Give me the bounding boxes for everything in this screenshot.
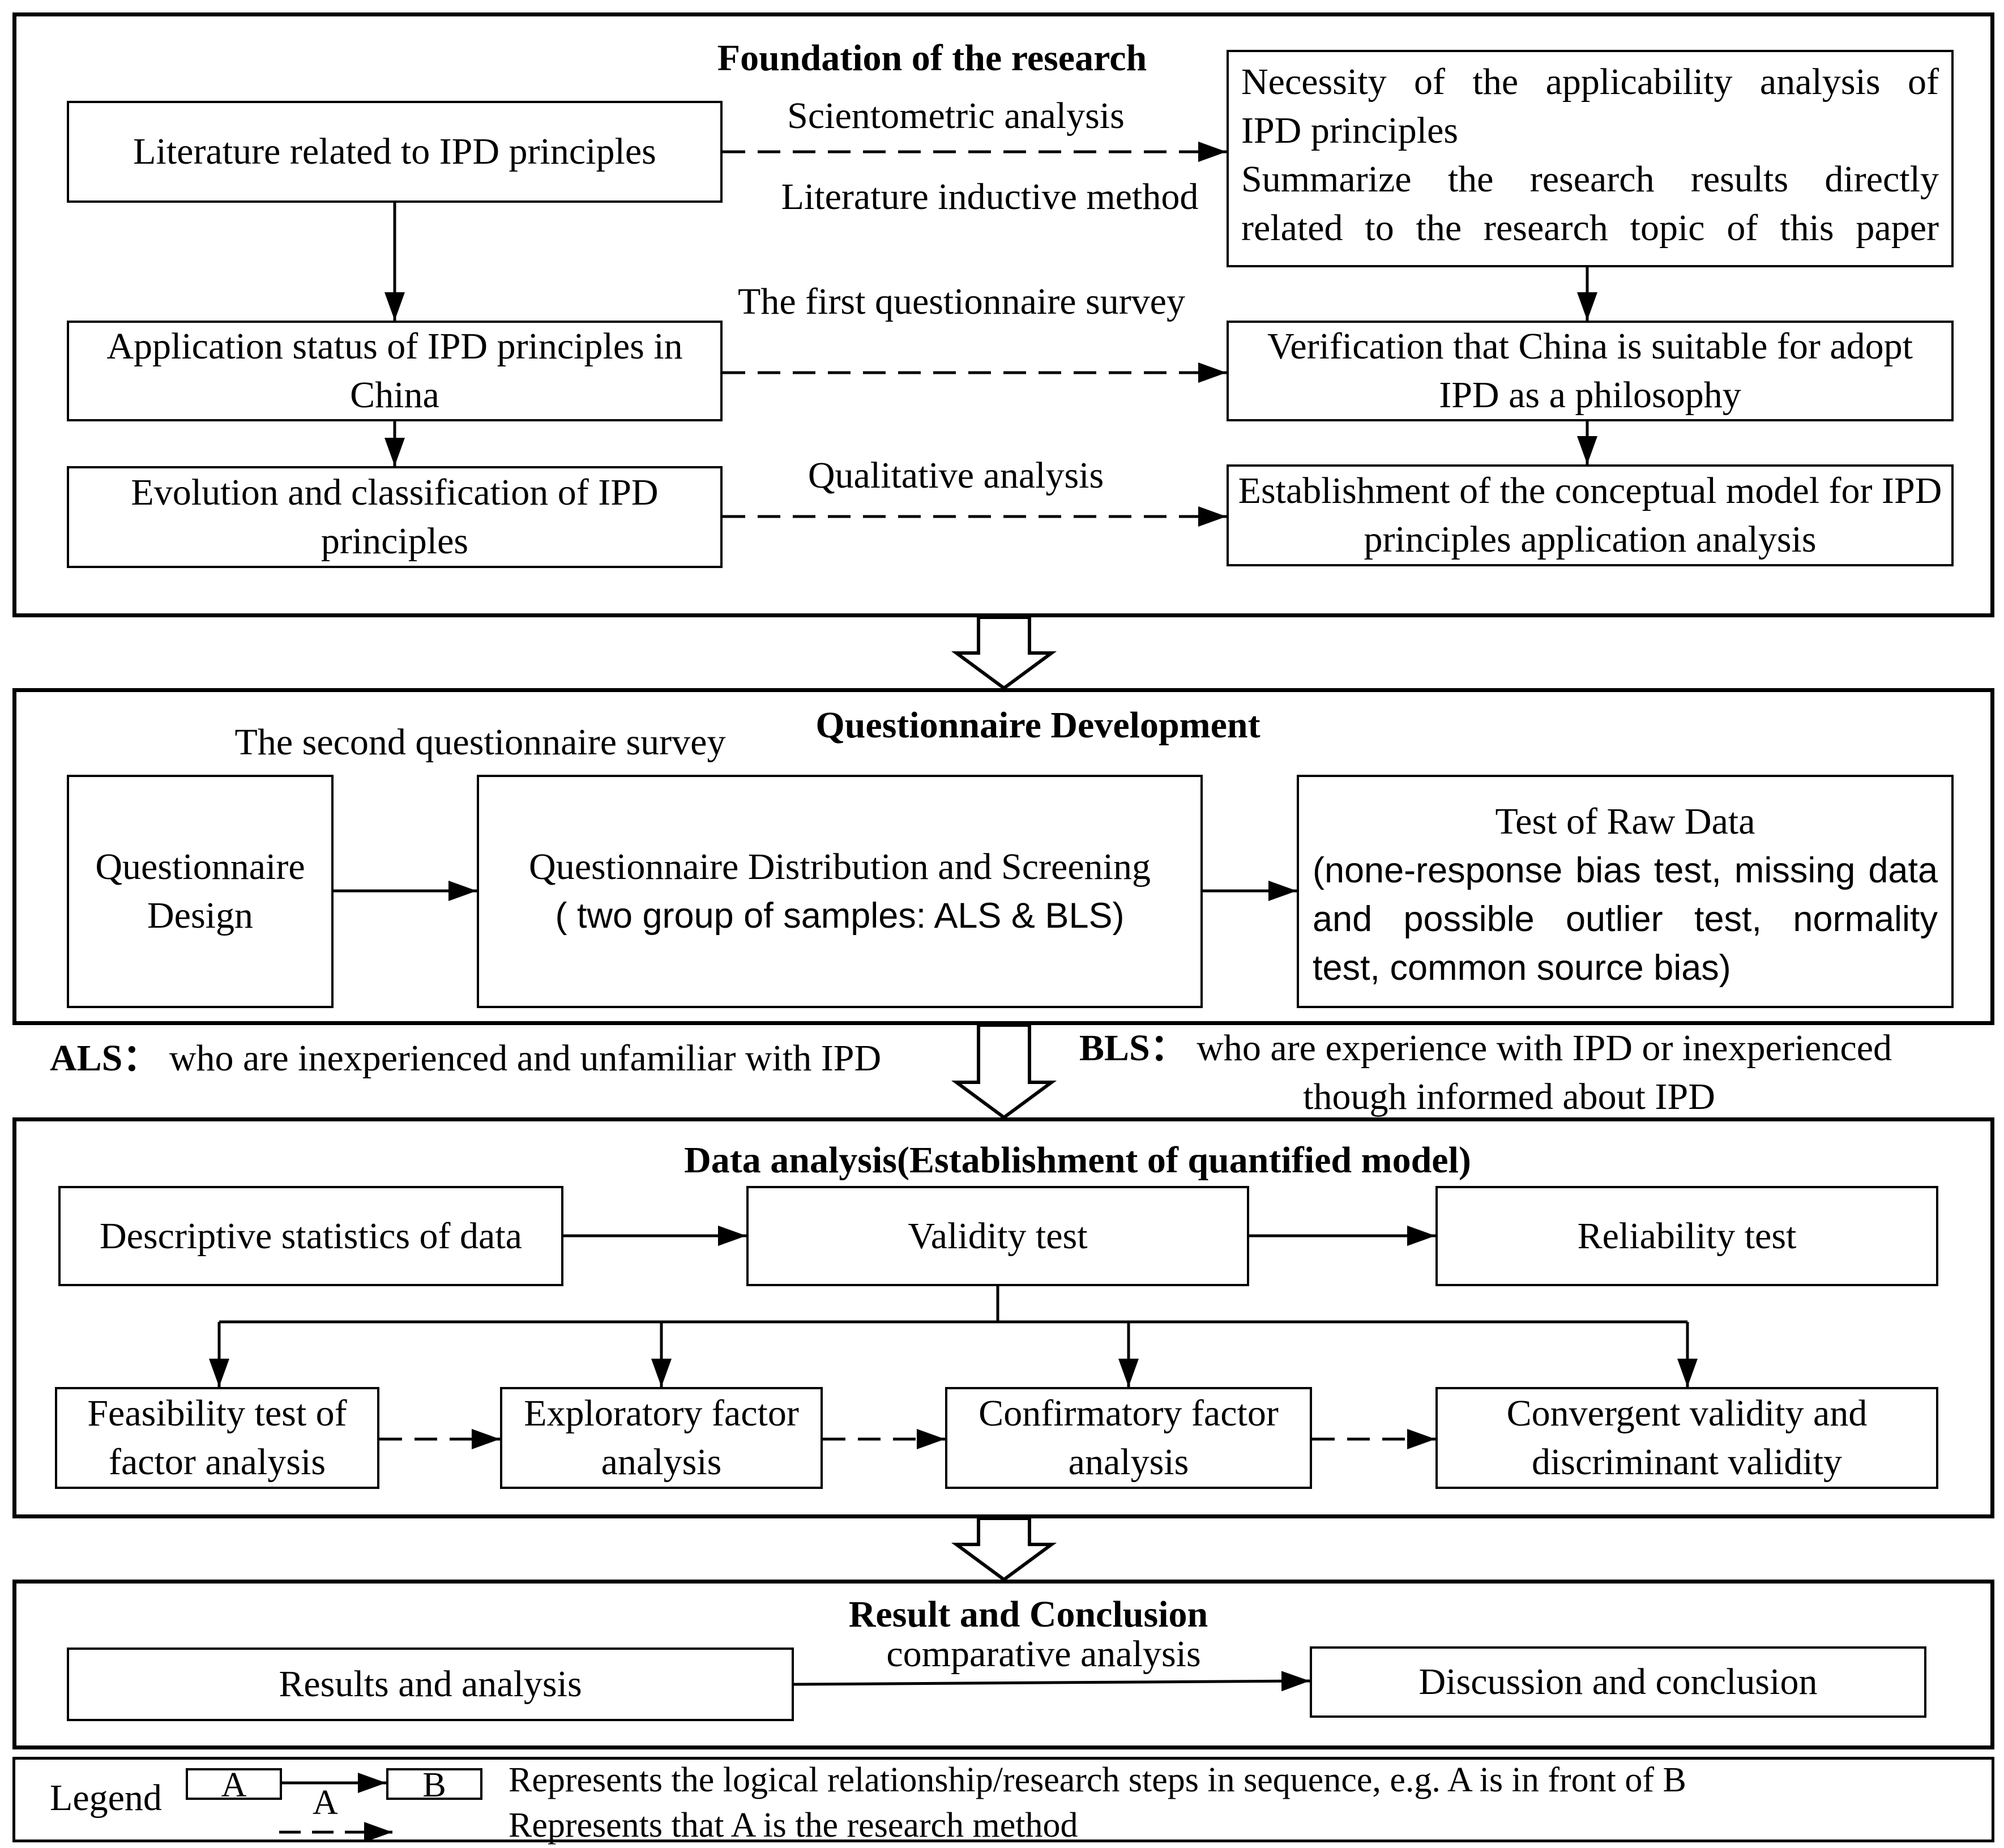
box-reliability-text: Reliability test (1577, 1215, 1797, 1257)
box-literature: Literature related to IPD principles (67, 101, 723, 203)
box-exploratory: Exploratory factor analysis (500, 1387, 823, 1489)
box-verification-text: Verification that China is suitable for … (1267, 326, 1913, 416)
box-results-analysis-text: Results and analysis (279, 1663, 582, 1705)
box-questionnaire-design-text: Questionnaire Design (95, 846, 305, 936)
legend-label: Legend (50, 1777, 162, 1819)
box-evolution: Evolution and classification of IPD prin… (67, 466, 723, 568)
bls-text-line-2: though informed about IPD (1303, 1076, 1715, 1117)
label-literature-inductive: Literature inductive method (781, 176, 1199, 217)
label-comparative: comparative analysis (886, 1633, 1201, 1675)
box-results-analysis: Results and analysis (67, 1648, 794, 1721)
box-application-status: Application status of IPD principles in … (67, 321, 723, 421)
box-evolution-text: Evolution and classification of IPD prin… (131, 472, 659, 562)
raw-test-line-2: and possible outlier test, normality (1313, 899, 1938, 939)
box-descriptive: Descriptive statistics of data (58, 1186, 563, 1286)
distribution-line-1: Questionnaire Distribution and Screening (529, 846, 1151, 887)
label-scientometric: Scientometric analysis (787, 95, 1125, 136)
bls-key: BLS： (1079, 1027, 1187, 1069)
arrow-results-to-discussion (793, 1671, 1310, 1692)
box-exploratory-text: Exploratory factor analysis (524, 1393, 799, 1483)
box-validity: Validity test (746, 1186, 1249, 1286)
legend-dashed-description: Represents that A is the research method (509, 1806, 1078, 1845)
legend-solid-description: Represents the logical relationship/rese… (509, 1761, 1686, 1799)
box-verification: Verification that China is suitable for … (1227, 321, 1954, 421)
box-reliability: Reliability test (1435, 1186, 1938, 1286)
box-discussion: Discussion and conclusion (1310, 1646, 1926, 1718)
box-necessity: Necessity of the applicability analysis … (1227, 50, 1954, 267)
necessity-line-4: related to the research topic of this pa… (1241, 207, 1939, 249)
box-convergent: Convergent validity and discriminant val… (1435, 1387, 1938, 1489)
necessity-line-2: IPD principles (1241, 110, 1459, 151)
box-questionnaire-design: Questionnaire Design (67, 775, 334, 1008)
box-confirmatory-text: Confirmatory factor analysis (979, 1393, 1279, 1483)
label-qualitative: Qualitative analysis (807, 455, 1104, 496)
box-application-status-text: Application status of IPD principles in … (106, 326, 683, 416)
box-raw-data-test: Test of Raw Data (none-response bias tes… (1297, 775, 1954, 1008)
label-second-survey: The second questionnaire survey (234, 722, 726, 763)
als-text: who are inexperienced and unfamiliar wit… (169, 1038, 882, 1079)
section-result (12, 1580, 1994, 1749)
section-title-data-analysis: Data analysis(Establishment of quantifie… (684, 1139, 1471, 1181)
raw-test-title: Test of Raw Data (1495, 801, 1755, 842)
necessity-line-1: Necessity of the applicability analysis … (1241, 61, 1939, 103)
label-first-survey: The first questionnaire survey (738, 281, 1185, 322)
distribution-line-2: ( two group of samples: ALS & BLS) (555, 896, 1125, 936)
raw-test-line-3: test, common source bias) (1313, 948, 1731, 988)
box-convergent-text: Convergent validity and discriminant val… (1506, 1393, 1868, 1483)
legend-box-a: A (186, 1768, 282, 1803)
box-establishment: Establishment of the conceptual model fo… (1227, 464, 1954, 566)
box-feasibility: Feasibility test of factor analysis (55, 1387, 379, 1489)
box-validity-text: Validity test (908, 1215, 1088, 1257)
als-note: ALS： who are inexperienced and unfamilia… (50, 1034, 881, 1083)
box-literature-text: Literature related to IPD principles (133, 131, 656, 172)
section-title-result: Result and Conclusion (848, 1594, 1208, 1635)
section-questionnaire (12, 688, 1994, 1025)
bls-note: BLS： who are experience with IPD or inex… (1079, 1024, 1892, 1073)
section-foundation (12, 12, 1994, 617)
legend-box-b-text: B (422, 1766, 446, 1804)
section-title-questionnaire: Questionnaire Development (815, 705, 1260, 746)
box-feasibility-text: Feasibility test of factor analysis (87, 1393, 347, 1483)
section-title-foundation: Foundation of the research (717, 37, 1147, 79)
box-discussion-text: Discussion and conclusion (1418, 1661, 1818, 1702)
legend-frame (12, 1757, 1994, 1842)
necessity-line-3: Summarize the research results directly (1241, 159, 1939, 200)
box-distribution: Questionnaire Distribution and Screening… (477, 775, 1203, 1008)
raw-test-line-1: (none-response bias test, missing data (1313, 851, 1938, 890)
legend-box-b: B (386, 1768, 482, 1803)
block-arrow-1 (951, 616, 1057, 690)
box-confirmatory: Confirmatory factor analysis (945, 1387, 1312, 1489)
box-establishment-text: Establishment of the conceptual model fo… (1238, 470, 1942, 560)
section-data-analysis (12, 1117, 1994, 1518)
als-key: ALS： (50, 1038, 160, 1079)
box-descriptive-text: Descriptive statistics of data (100, 1215, 522, 1257)
block-arrow-3 (951, 1517, 1057, 1582)
legend-method-a: A (313, 1783, 338, 1822)
legend-box-a-text: A (221, 1766, 247, 1804)
block-arrow-2 (951, 1023, 1057, 1120)
bls-text-line-1: who are experience with IPD or inexperie… (1197, 1027, 1892, 1069)
